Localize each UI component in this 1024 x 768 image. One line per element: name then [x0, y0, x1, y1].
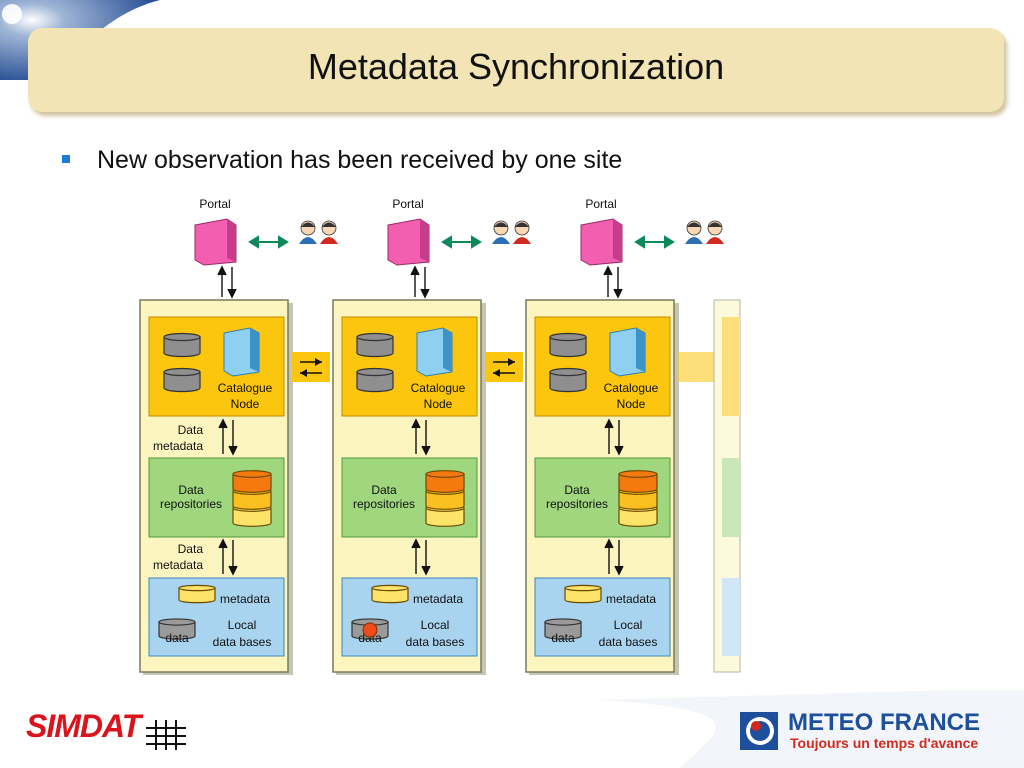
users-icon [492, 220, 531, 244]
catalogue-label: Node [231, 397, 260, 411]
repository-db-stack-icon [618, 470, 658, 527]
catalogue-repository-arrows [604, 418, 624, 456]
metadata-label: metadata [413, 592, 463, 606]
meteo-france-logo-icon [740, 712, 778, 750]
title-banner [28, 28, 1004, 112]
metadata-db-icon [564, 584, 602, 604]
data-label: data [165, 631, 189, 645]
node-sync-link-1 [292, 352, 330, 382]
local-label: Local [228, 618, 257, 632]
data-db-icon [158, 618, 196, 640]
data-label: data [551, 631, 575, 645]
repository-local-arrows [218, 538, 238, 576]
simdat-logo: SIMDAT [26, 708, 141, 744]
local-label: Local [614, 618, 643, 632]
repository-db-stack-icon [425, 470, 465, 527]
repository-label: repositories [353, 497, 415, 511]
link-label: Data [178, 542, 204, 556]
faded-site-column [678, 299, 741, 673]
catalogue-label: Node [617, 397, 646, 411]
site-column-1: PortalCatalogueNodeDatametadataDatarepos… [139, 197, 338, 675]
catalogue-db-icon [549, 367, 587, 393]
repository-label: repositories [160, 497, 222, 511]
catalogue-db-icon [549, 332, 587, 358]
portal-user-sync-arrow [441, 235, 482, 249]
catalogue-repository-arrows [218, 418, 238, 456]
footer-swoosh-decoration [600, 690, 1024, 768]
local-label: data bases [406, 635, 465, 649]
node-sync-link-2 [485, 352, 523, 382]
slide-title: Metadata Synchronization [307, 46, 725, 87]
repository-label: Data [564, 483, 590, 497]
metadata-label: metadata [220, 592, 270, 606]
catalogue-cube-icon [609, 327, 646, 377]
portal-user-sync-arrow [634, 235, 675, 249]
catalogue-db-icon [163, 367, 201, 393]
repository-label: Data [178, 483, 204, 497]
local-databases-box [341, 577, 478, 657]
repository-label: Data [371, 483, 397, 497]
portal-label: Portal [392, 197, 423, 211]
local-databases-box [148, 577, 285, 657]
portal-node-arrows [217, 265, 237, 299]
metadata-db-icon [178, 584, 216, 604]
link-label: metadata [153, 439, 203, 453]
catalogue-db-icon [356, 332, 394, 358]
local-databases-box [534, 577, 671, 657]
local-label: Local [421, 618, 450, 632]
catalogue-node-box [534, 316, 671, 417]
bullet-square-icon [62, 155, 70, 163]
simdat-grid-icon [146, 720, 186, 750]
meteo-france-brand: METEO FRANCE [788, 709, 980, 736]
repository-label: repositories [546, 497, 608, 511]
catalogue-label: Catalogue [411, 381, 466, 395]
repository-local-arrows [604, 538, 624, 576]
catalogue-db-icon [356, 367, 394, 393]
portal-server-icon [387, 218, 430, 266]
synchronization-diagram: PortalCatalogueNodeDatametadataDatarepos… [139, 197, 741, 675]
bullet-text: New observation has been received by one… [97, 146, 623, 174]
data-db-icon [544, 618, 582, 640]
users-icon [299, 220, 338, 244]
new-observation-dot [362, 622, 378, 638]
catalogue-label: Catalogue [604, 381, 659, 395]
link-label: Data [178, 423, 204, 437]
catalogue-db-icon [163, 332, 201, 358]
portal-label: Portal [585, 197, 616, 211]
portal-server-icon [580, 218, 623, 266]
repository-db-stack-icon [232, 470, 272, 527]
catalogue-node-box [148, 316, 285, 417]
portal-label: Portal [199, 197, 230, 211]
catalogue-repository-arrows [411, 418, 431, 456]
catalogue-node-box [341, 316, 478, 417]
catalogue-cube-icon [223, 327, 260, 377]
portal-node-arrows [410, 265, 430, 299]
local-label: data bases [213, 635, 272, 649]
link-label: metadata [153, 558, 203, 572]
metadata-db-icon [371, 584, 409, 604]
catalogue-label: Catalogue [218, 381, 273, 395]
local-label: data bases [599, 635, 658, 649]
portal-node-arrows [603, 265, 623, 299]
portal-server-icon [194, 218, 237, 266]
catalogue-cube-icon [416, 327, 453, 377]
users-icon [685, 220, 724, 244]
portal-user-sync-arrow [248, 235, 289, 249]
meteo-france-tagline: Toujours un temps d'avance [790, 735, 979, 751]
metadata-label: metadata [606, 592, 656, 606]
repository-local-arrows [411, 538, 431, 576]
catalogue-label: Node [424, 397, 453, 411]
